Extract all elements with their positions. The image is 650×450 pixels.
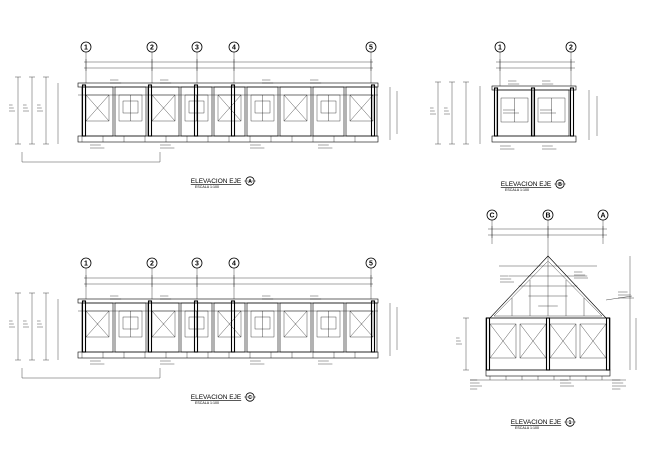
section-mark-label: A	[248, 179, 252, 185]
facade-module	[345, 86, 378, 137]
axis-a-label: A	[600, 212, 605, 219]
window-frame	[217, 94, 242, 122]
column	[485, 317, 491, 371]
column	[81, 84, 87, 137]
window-cross	[349, 94, 374, 122]
window-pane	[188, 100, 205, 114]
column	[569, 87, 575, 137]
facade-module	[279, 302, 312, 353]
section-mark-label: B	[558, 182, 562, 188]
elevation-scale: ESCALA 1:100	[195, 401, 219, 405]
column	[605, 317, 611, 371]
window-cross	[489, 323, 517, 359]
gable-body	[485, 317, 611, 371]
elevation-scale: ESCALA 1:100	[195, 185, 219, 189]
column	[147, 300, 153, 353]
column	[230, 300, 236, 353]
window-cross	[85, 94, 110, 122]
window-cross	[349, 310, 374, 338]
window-cross	[283, 94, 308, 122]
elevation-title: ELEVACION EJE	[511, 419, 562, 426]
axis-3-label: 3	[195, 260, 199, 267]
axis-1-label: 1	[84, 44, 88, 51]
elevation-scale: ESCALA 1:100	[515, 426, 539, 430]
window-frame	[283, 94, 308, 122]
window-frame	[217, 310, 242, 338]
window-cross	[217, 94, 242, 122]
facade-module	[279, 86, 312, 137]
axis-1-label: 1	[84, 260, 88, 267]
window-pane	[122, 316, 139, 330]
section-mark-label: C	[248, 395, 252, 401]
axis-4-label: 4	[232, 260, 236, 267]
roof-slab	[77, 298, 379, 304]
window-frame	[283, 310, 308, 338]
axis-5-label: 5	[369, 44, 373, 51]
axis-b-label: B	[545, 212, 550, 219]
plinth	[485, 369, 611, 377]
facade-module	[213, 302, 246, 353]
elevation-scale: ESCALA 1:100	[505, 188, 529, 192]
facade-module	[81, 86, 114, 137]
axis-2-label: 2	[150, 260, 154, 267]
window-cross	[549, 323, 577, 359]
window-cross	[85, 310, 110, 338]
axis-1-label: 1	[498, 44, 502, 51]
column	[81, 300, 87, 353]
column	[193, 84, 199, 137]
facade-module	[213, 86, 246, 137]
window-pane	[188, 316, 205, 330]
facade-module	[147, 302, 180, 353]
elevation-title: ELEVACION EJE	[501, 181, 552, 188]
facade-module	[81, 302, 114, 353]
column	[230, 84, 236, 137]
window-cross	[217, 310, 242, 338]
axis-2-label: 2	[150, 44, 154, 51]
window-cross	[519, 323, 547, 359]
window-pane	[254, 316, 271, 330]
axis-c-label: C	[489, 212, 494, 219]
column	[193, 300, 199, 353]
window-cross	[579, 323, 607, 359]
window-cross	[283, 310, 308, 338]
window-frame	[349, 94, 374, 122]
window-cross	[151, 94, 176, 122]
axis-3-label: 3	[195, 44, 199, 51]
section-mark-label: 1	[569, 420, 572, 426]
elevation-title: ELEVACION EJE	[191, 394, 242, 401]
axis-2-label: 2	[569, 44, 573, 51]
column	[530, 87, 536, 137]
window-pane	[122, 100, 139, 114]
column	[147, 84, 153, 137]
column	[493, 87, 499, 137]
plinth	[77, 351, 379, 359]
facade-module	[345, 302, 378, 353]
window-pane	[320, 316, 337, 330]
column	[545, 317, 551, 371]
facade-module	[147, 86, 180, 137]
axis-5-label: 5	[369, 260, 373, 267]
window-cross	[151, 310, 176, 338]
window-frame	[349, 310, 374, 338]
plinth	[77, 135, 379, 143]
roof-slab	[77, 82, 379, 88]
elevation-title: ELEVACION EJE	[191, 178, 242, 185]
leader-line	[605, 295, 633, 301]
plinth	[491, 135, 577, 143]
window-pane	[320, 100, 337, 114]
window-pane	[254, 100, 271, 114]
axis-4-label: 4	[232, 44, 236, 51]
